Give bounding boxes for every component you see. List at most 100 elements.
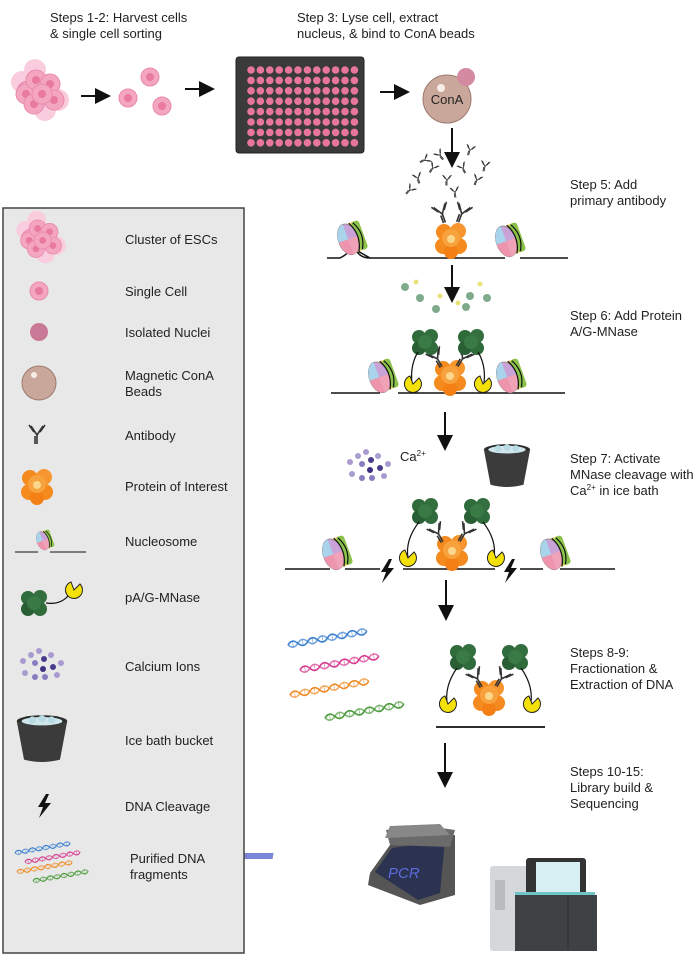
well bbox=[303, 118, 312, 126]
well bbox=[294, 139, 302, 147]
well bbox=[275, 66, 284, 74]
well bbox=[294, 87, 302, 95]
well bbox=[322, 87, 331, 95]
well bbox=[284, 107, 293, 116]
well bbox=[350, 97, 359, 105]
ice-bucket-icon bbox=[16, 715, 68, 762]
well bbox=[256, 128, 265, 137]
legend-label: Protein of Interest bbox=[125, 479, 228, 494]
well bbox=[247, 128, 255, 137]
svg-text:nucleus, & bind to ConA beads: nucleus, & bind to ConA beads bbox=[297, 26, 475, 41]
well bbox=[284, 118, 293, 126]
well bbox=[266, 118, 274, 126]
legend-label: Beads bbox=[125, 384, 162, 399]
svg-text:Step 6: Add Protein: Step 6: Add Protein bbox=[570, 308, 682, 323]
well bbox=[294, 107, 302, 116]
well bbox=[266, 139, 274, 147]
well bbox=[294, 76, 302, 85]
well bbox=[303, 107, 312, 116]
well bbox=[313, 76, 321, 85]
well bbox=[350, 87, 359, 95]
well bbox=[247, 97, 255, 105]
antibody-icon bbox=[417, 153, 432, 168]
antibody-icon bbox=[449, 185, 461, 199]
antibody-icon bbox=[470, 173, 484, 188]
well bbox=[247, 76, 255, 85]
well-plate-icon bbox=[235, 56, 365, 154]
legend-label: Cluster of ESCs bbox=[125, 232, 218, 247]
legend-label: Purified DNA bbox=[130, 851, 205, 866]
well bbox=[322, 139, 331, 147]
legend-label: Single Cell bbox=[125, 284, 187, 299]
well bbox=[350, 76, 359, 85]
svg-text:A/G-MNase: A/G-MNase bbox=[570, 324, 638, 339]
well bbox=[313, 66, 321, 74]
svg-text:Steps 10-15:: Steps 10-15: bbox=[570, 764, 644, 779]
svg-text:Steps 8-9:: Steps 8-9: bbox=[570, 645, 629, 660]
single-cells bbox=[118, 67, 172, 116]
svg-text:Extraction of DNA: Extraction of DNA bbox=[570, 677, 674, 692]
svg-text:primary antibody: primary antibody bbox=[570, 193, 667, 208]
nucleosome-icon bbox=[15, 528, 86, 553]
well bbox=[275, 97, 284, 105]
svg-text:Ca2+ in ice bath: Ca2+ in ice bath bbox=[570, 483, 659, 498]
well bbox=[341, 66, 349, 74]
step-3-label: Step 3: Lyse cell, extract nucleus, & bi… bbox=[297, 10, 475, 41]
antibody-icon bbox=[442, 174, 452, 186]
well bbox=[350, 66, 359, 74]
svg-text:ConA: ConA bbox=[431, 92, 464, 107]
well bbox=[247, 66, 255, 74]
well bbox=[266, 87, 274, 95]
well bbox=[303, 128, 312, 137]
well bbox=[313, 107, 321, 116]
well bbox=[331, 66, 340, 74]
well bbox=[303, 66, 312, 74]
well bbox=[275, 139, 284, 147]
well bbox=[303, 76, 312, 85]
step-7-chromatin bbox=[285, 498, 615, 583]
well bbox=[284, 139, 293, 147]
well bbox=[322, 107, 331, 116]
well bbox=[341, 87, 349, 95]
well bbox=[266, 128, 274, 137]
well bbox=[247, 118, 255, 126]
well bbox=[256, 76, 265, 85]
well bbox=[266, 107, 274, 116]
well bbox=[331, 118, 340, 126]
step-8-9-complex bbox=[436, 644, 545, 728]
step-5-chromatin bbox=[327, 201, 568, 261]
well bbox=[331, 128, 340, 137]
well bbox=[322, 66, 331, 74]
svg-text:Sequencing: Sequencing bbox=[570, 796, 639, 811]
antibody-icon bbox=[456, 161, 471, 176]
svg-text:Step 5: Add: Step 5: Add bbox=[570, 177, 637, 192]
well bbox=[313, 97, 321, 105]
well bbox=[303, 97, 312, 105]
well bbox=[341, 139, 349, 147]
well bbox=[256, 87, 265, 95]
ice-bucket bbox=[483, 444, 531, 487]
well bbox=[313, 128, 321, 137]
legend-label: Nucleosome bbox=[125, 534, 197, 549]
well bbox=[341, 118, 349, 126]
step-1-2-label: Steps 1-2: Harvest cells & single cell s… bbox=[50, 10, 188, 41]
well bbox=[350, 128, 359, 137]
well bbox=[284, 128, 293, 137]
well bbox=[294, 97, 302, 105]
well bbox=[275, 118, 284, 126]
well bbox=[303, 87, 312, 95]
svg-text:Step 7: Activate: Step 7: Activate bbox=[570, 451, 660, 466]
well bbox=[284, 87, 293, 95]
legend-label: pA/G-MNase bbox=[125, 590, 200, 605]
antibody-icon bbox=[425, 161, 440, 176]
well bbox=[331, 139, 340, 147]
well bbox=[341, 128, 349, 137]
free-antibodies bbox=[402, 143, 491, 199]
step-10-15-label: Steps 10-15: Library build & Sequencing bbox=[570, 764, 653, 811]
well bbox=[294, 128, 302, 137]
step-7-label: Step 7: Activate MNase cleavage with Ca2… bbox=[570, 451, 694, 498]
well bbox=[331, 107, 340, 116]
step-6-chromatin bbox=[331, 329, 565, 397]
